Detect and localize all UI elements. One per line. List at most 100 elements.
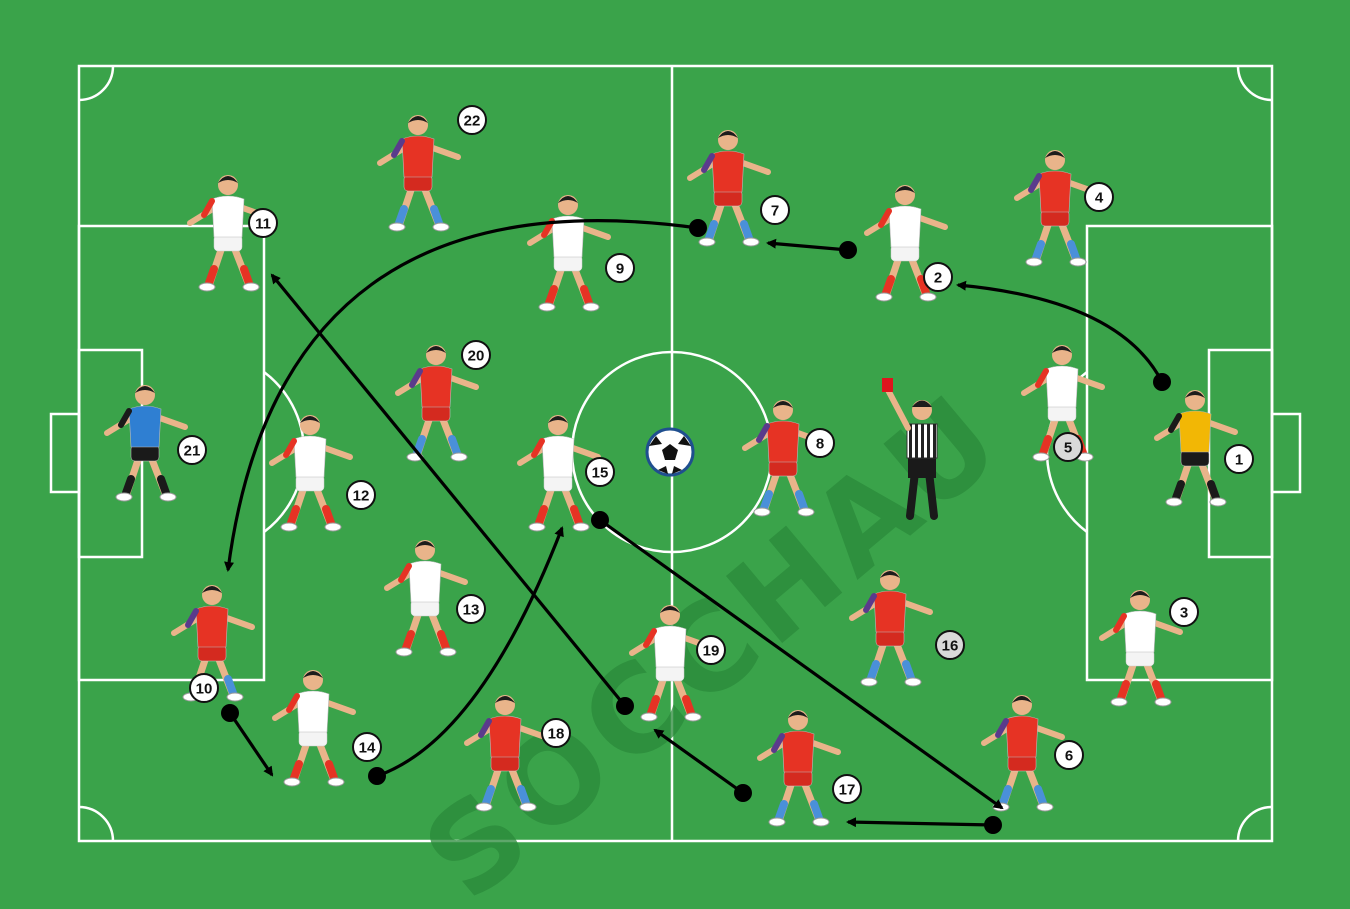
ball-panel <box>658 466 668 474</box>
player-boot-right <box>159 492 177 502</box>
player-9: 9 <box>527 195 635 312</box>
player-sleeve <box>1035 368 1049 388</box>
player-number: 21 <box>184 443 201 460</box>
player-boot-left <box>475 802 493 812</box>
player-number-badge <box>456 594 486 624</box>
referee-leg-left <box>906 468 919 520</box>
pass-arrow-17-to-19 <box>653 728 744 795</box>
player-shirt <box>1178 410 1212 453</box>
player-number: 11 <box>255 216 271 233</box>
player-arm-right <box>319 444 353 460</box>
player-shirt <box>488 715 522 758</box>
pass-start-dot-6 <box>984 816 1002 834</box>
player-arm-right <box>445 374 479 390</box>
player-number-badge <box>248 208 278 238</box>
player-boot-right <box>519 802 537 812</box>
player-arm-right <box>1204 419 1238 435</box>
player-boot-right <box>324 522 342 532</box>
player-10: 10 <box>171 585 255 703</box>
player-number-badge <box>541 718 571 748</box>
player-1: 1 <box>1154 390 1254 507</box>
player-sock-left <box>535 505 548 527</box>
pass-start-dot-19 <box>616 697 634 715</box>
player-shirt <box>401 135 435 178</box>
player-8: 8 <box>742 400 835 517</box>
ball-panel <box>649 436 662 446</box>
player-sock-right <box>682 695 695 717</box>
player-number-badge <box>696 635 726 665</box>
referee-stripe <box>933 424 936 458</box>
player-hair <box>788 711 808 718</box>
player-sock-left <box>867 660 880 682</box>
player-hair <box>303 671 323 678</box>
player-sleeve <box>531 438 545 458</box>
pass-arrow-15-to-6 <box>599 518 1004 810</box>
player-number: 20 <box>468 348 485 365</box>
player-boot-right <box>812 817 830 827</box>
player-shirt <box>1005 715 1039 758</box>
player-number-badge <box>1084 182 1114 212</box>
player-boot-left <box>280 522 298 532</box>
corner-arc-top-left <box>78 65 115 102</box>
player-boot-right <box>432 222 450 232</box>
player-arm-right <box>1031 724 1065 740</box>
pass-start-dot-7 <box>689 219 707 237</box>
player-number-badge <box>346 480 376 510</box>
player-number: 2 <box>934 270 942 287</box>
player-boot-left <box>1032 452 1050 462</box>
player-sock-right <box>1034 785 1047 807</box>
player-arm-right <box>221 614 255 630</box>
player-shirt <box>293 435 327 478</box>
ball-panel-centre <box>662 444 678 460</box>
player-hair <box>426 346 446 353</box>
referee-raised-arm <box>885 387 911 431</box>
player-hair <box>300 416 320 423</box>
player-shirt <box>766 420 800 463</box>
player-sleeve <box>1168 413 1182 433</box>
player-arm-right <box>899 599 933 615</box>
player-sleeve <box>756 423 770 443</box>
player-21: 21 <box>104 385 207 502</box>
player-number-badge <box>935 630 965 660</box>
player-sock-right <box>1152 680 1165 702</box>
player-hair <box>558 196 578 203</box>
player-boot-right <box>226 692 244 702</box>
player-sock-right <box>917 275 930 297</box>
corner-arc-bottom-right <box>1236 805 1273 842</box>
player-arm-right <box>577 224 611 240</box>
referee-hair <box>912 400 932 407</box>
pass-arrow-10-to-14 <box>228 712 274 777</box>
player-arm-right <box>434 569 468 585</box>
referee-stripe <box>921 424 924 458</box>
player-sock-right <box>517 785 530 807</box>
player-sock-right <box>240 265 253 287</box>
player-sock-left <box>122 475 135 497</box>
player-number-badge <box>1169 597 1199 627</box>
player-5: 5 <box>1021 345 1105 462</box>
player-11: 11 <box>187 175 278 292</box>
player-12: 12 <box>269 415 376 532</box>
player-shirt <box>541 435 575 478</box>
player-sock-left <box>1032 240 1045 262</box>
player-hair <box>1012 696 1032 703</box>
player-3: 3 <box>1099 590 1199 707</box>
player-7: 7 <box>687 130 790 247</box>
player-number: 4 <box>1095 190 1104 207</box>
player-hair <box>135 386 155 393</box>
left-goal <box>49 412 81 494</box>
player-sock-left <box>402 630 415 652</box>
player-shirt <box>296 690 330 733</box>
player-shirt <box>408 560 442 603</box>
player-boot-right <box>1209 497 1227 507</box>
referee-shorts <box>908 456 936 478</box>
player-number: 8 <box>816 436 824 453</box>
player-hair <box>415 541 435 548</box>
player-sock-right <box>437 630 450 652</box>
player-sock-right <box>570 505 583 527</box>
player-shirt <box>419 365 453 408</box>
player-number: 12 <box>353 488 370 505</box>
player-boot-left <box>198 282 216 292</box>
player-number-badge <box>805 428 835 458</box>
player-hair <box>773 401 793 408</box>
player-shirt <box>873 590 907 633</box>
